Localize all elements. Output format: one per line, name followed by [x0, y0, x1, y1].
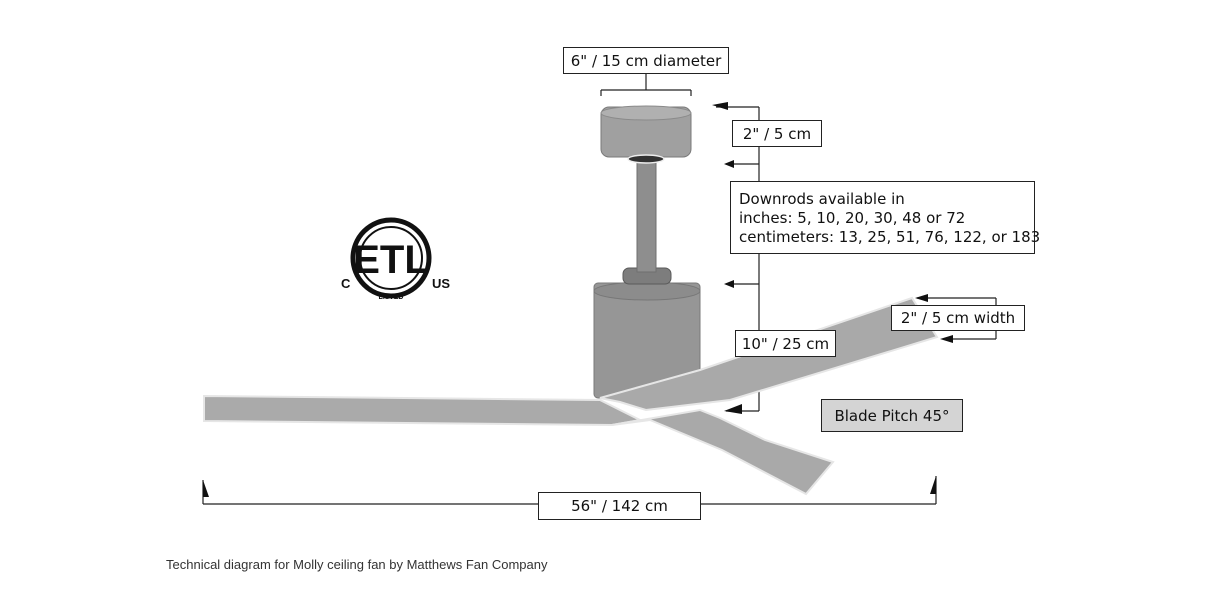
- etl-listed-text: LISTED: [379, 294, 404, 301]
- downrods-centimeters: centimeters: 13, 25, 51, 76, 122, or 183: [739, 228, 1041, 246]
- span-arrow-right: [930, 476, 936, 494]
- canopy-opening: [627, 154, 665, 164]
- diagram-caption: Technical diagram for Molly ceiling fan …: [166, 557, 548, 572]
- canopy-top: [600, 105, 692, 121]
- blade-left: [203, 394, 644, 427]
- blade-right-lower: [611, 408, 835, 496]
- span-label: 56" / 142 cm: [538, 492, 701, 520]
- fan-blades: [203, 296, 939, 496]
- downrods-inches: inches: 5, 10, 20, 30, 48 or 72: [739, 209, 966, 227]
- etl-left-text: C: [341, 276, 351, 291]
- etl-mark-text: ETL: [353, 238, 429, 282]
- blade-pitch-label: Blade Pitch 45°: [821, 399, 963, 432]
- dimension-arrowheads: [712, 102, 742, 414]
- downrods-info-box: Downrods available in inches: 5, 10, 20,…: [730, 181, 1041, 254]
- diameter-label: 6" / 15 cm diameter: [563, 47, 729, 74]
- diameter-bracket: [600, 74, 692, 96]
- downrod: [636, 159, 657, 273]
- span-arrow-left: [203, 480, 209, 497]
- blade-width-arrow-top: [915, 294, 928, 302]
- blade-width-arrow-bottom: [940, 335, 953, 343]
- downrods-title: Downrods available in: [739, 190, 905, 208]
- motor-top-ring: [593, 281, 701, 301]
- etl-listed-mark: ETL LISTED: [350, 217, 432, 301]
- canopy-height-label: 2" / 5 cm: [732, 120, 822, 147]
- motor-height-label: 10" / 25 cm: [735, 330, 836, 357]
- blade-width-label: 2" / 5 cm width: [891, 305, 1025, 331]
- etl-right-text: US: [432, 276, 451, 291]
